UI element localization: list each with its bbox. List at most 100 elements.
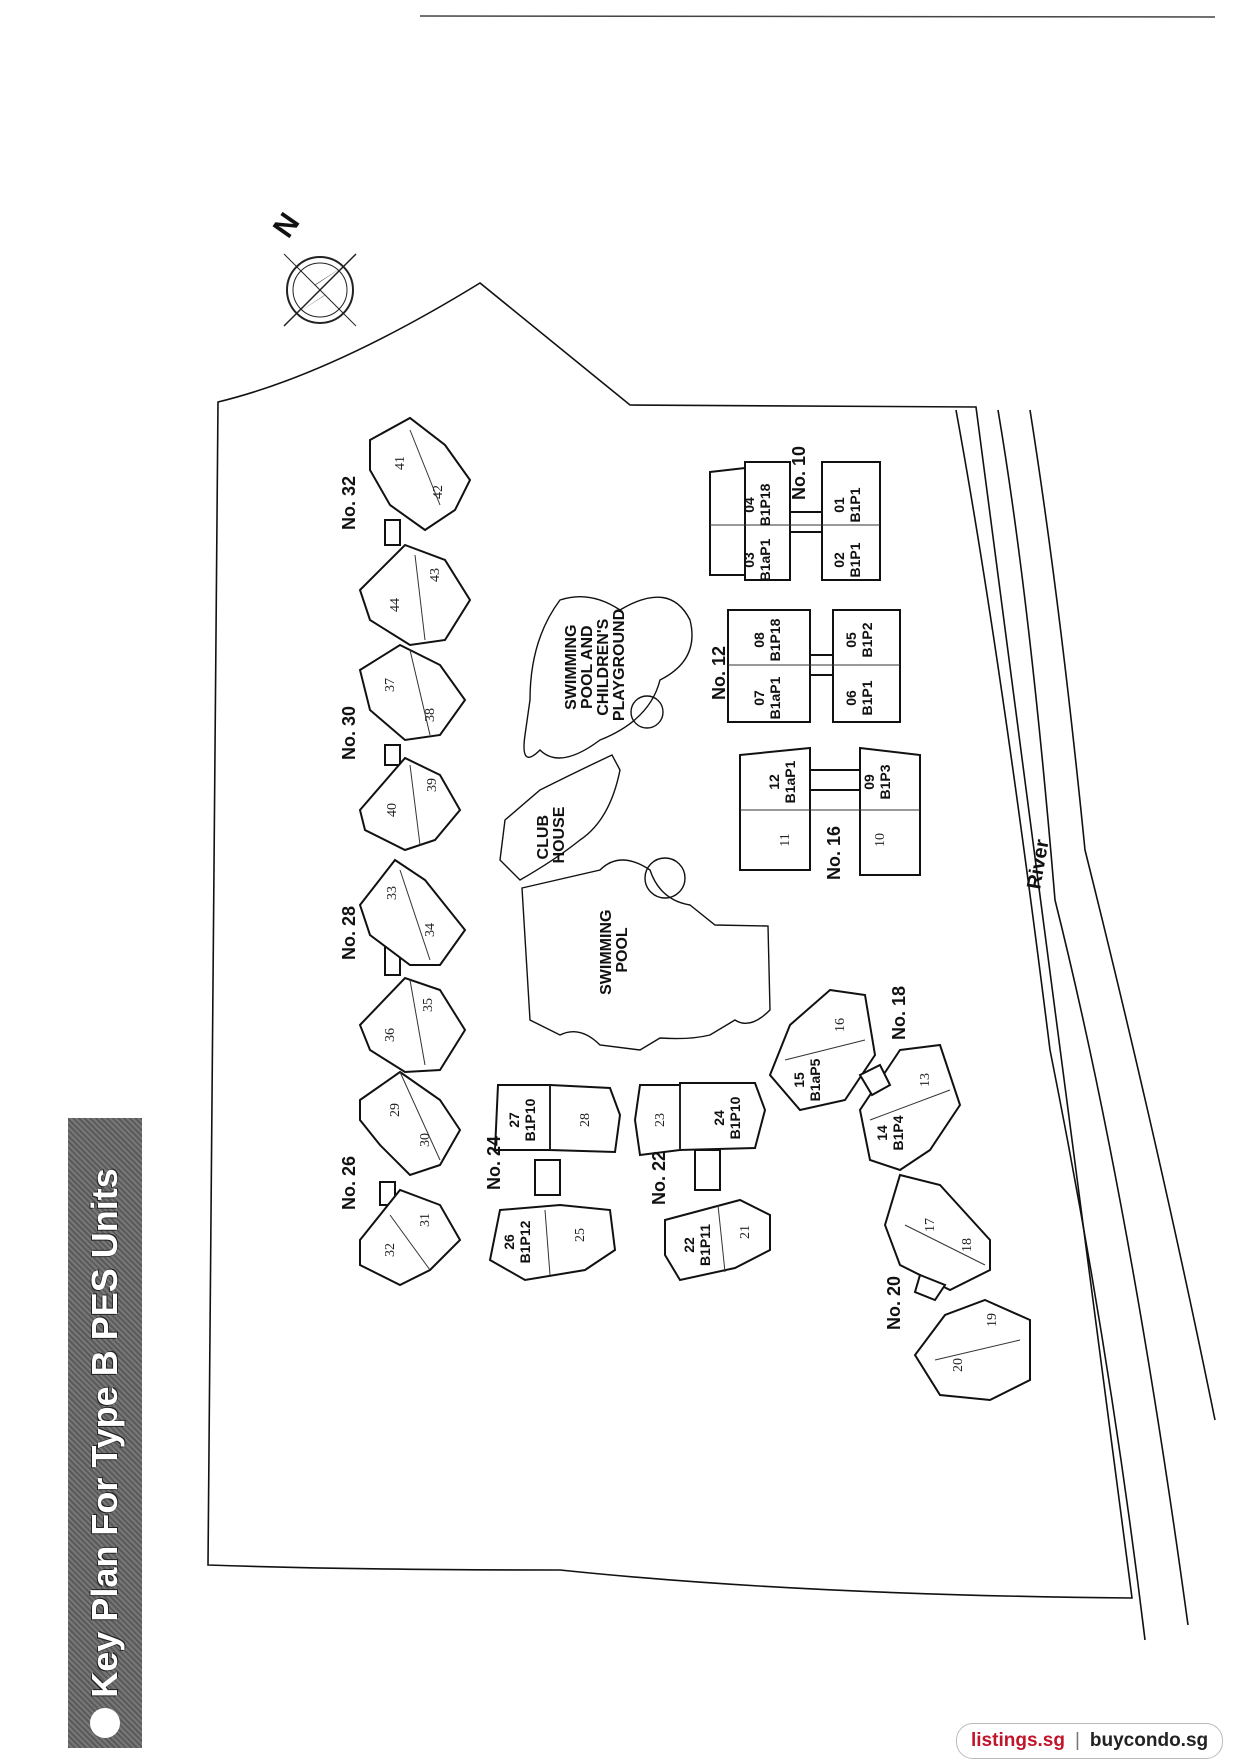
watermark-site2: buycondo.sg — [1089, 1730, 1209, 1751]
svg-text:03B1aP1: 03B1aP1 — [741, 538, 773, 581]
block-no-22: 23 24B1P10 22B1P11 21 No. 22 — [633, 1082, 771, 1282]
svg-text:23: 23 — [653, 1113, 668, 1127]
unit-35: 35 — [421, 998, 436, 1012]
compass-icon: N — [267, 207, 357, 327]
svg-text:38: 38 — [423, 708, 438, 722]
svg-text:36: 36 — [383, 1028, 398, 1042]
svg-text:30: 30 — [418, 1133, 433, 1147]
block-no-10: 04B1P18 03B1aP1 01B1P1 02B1P1 No. 10 — [709, 446, 881, 581]
svg-text:35: 35 — [421, 998, 436, 1012]
unit-24: 24 — [711, 1110, 727, 1126]
code-05: B1P2 — [859, 622, 875, 657]
unit-11: 11 — [778, 833, 793, 846]
code-07: B1aP1 — [767, 676, 783, 719]
unit-10: 10 — [873, 833, 888, 847]
unit-05: 05 — [843, 632, 859, 648]
svg-text:08B1P18: 08B1P18 — [751, 618, 783, 661]
svg-text:32: 32 — [383, 1243, 398, 1257]
code-02: B1P1 — [847, 542, 863, 577]
code-24: B1P10 — [727, 1096, 743, 1139]
unit-40: 40 — [385, 803, 400, 817]
pool-circle — [644, 857, 686, 899]
svg-text:41: 41 — [393, 456, 408, 470]
unit-38: 38 — [423, 708, 438, 722]
river-bank-3 — [1029, 409, 1216, 1421]
river-bank-2 — [997, 409, 1189, 1626]
unit-17: 17 — [923, 1218, 938, 1232]
clubhouse-outline — [499, 754, 621, 881]
unit-23: 23 — [653, 1113, 668, 1127]
code-27: B1P10 — [522, 1098, 538, 1141]
svg-text:10: 10 — [873, 833, 888, 847]
watermark-site1: listings.sg — [971, 1730, 1065, 1751]
unit-43: 43 — [428, 568, 443, 582]
watermark-badge: listings.sg | buycondo.sg — [956, 1723, 1224, 1759]
playground-circle — [630, 695, 664, 729]
unit-22: 22 — [681, 1237, 697, 1253]
svg-text:06B1P1: 06B1P1 — [843, 680, 875, 715]
svg-text:22B1P11: 22B1P11 — [681, 1224, 713, 1266]
unit-02: 02 — [831, 552, 847, 568]
unit-16: 16 — [833, 1018, 848, 1032]
title-bullet-icon — [90, 1708, 120, 1738]
unit-07: 07 — [751, 690, 767, 706]
title-band — [68, 1118, 142, 1748]
svg-text:CLUB HOUSE: CLUB HOUSE — [535, 806, 568, 863]
unit-08: 08 — [751, 632, 767, 648]
svg-text:01B1P1: 01B1P1 — [831, 487, 863, 522]
svg-text:07B1aP1: 07B1aP1 — [751, 676, 783, 719]
block-label-24: No. 24 — [484, 1136, 504, 1190]
amenity-swim-line1: SWIMMING — [598, 910, 615, 995]
pool-playground-outline — [523, 595, 693, 759]
block-label-12: No. 12 — [709, 646, 729, 700]
amenity-swim-line2: POOL — [614, 927, 631, 973]
svg-text:42: 42 — [431, 485, 446, 499]
block-no-32: 41 42 44 43 No. 32 — [339, 416, 472, 647]
unit-20: 20 — [951, 1358, 966, 1372]
unit-42: 42 — [431, 485, 446, 499]
compass-north-label: N — [267, 207, 306, 244]
unit-44: 44 — [388, 598, 403, 612]
svg-text:04B1P18: 04B1P18 — [741, 483, 773, 526]
code-08: B1P18 — [767, 618, 783, 661]
unit-29: 29 — [388, 1103, 403, 1117]
unit-37: 37 — [383, 678, 398, 692]
block-label-18: No. 18 — [889, 986, 909, 1040]
code-26: B1P12 — [517, 1220, 533, 1263]
svg-text:02B1P1: 02B1P1 — [831, 542, 863, 577]
svg-text:12B1aP1: 12B1aP1 — [766, 760, 798, 803]
svg-text:24B1P10: 24B1P10 — [711, 1096, 743, 1139]
code-14: B1P4 — [890, 1115, 906, 1150]
block-no-30: 37 38 40 39 No. 30 — [339, 643, 467, 852]
block-label-28: No. 28 — [339, 906, 359, 960]
block-label-30: No. 30 — [339, 706, 359, 760]
svg-text:SWIMMING POOL AND CHIL: SWIMMING POOL AND CHILDREN'S PLAYGROUND — [563, 609, 628, 721]
unit-39: 39 — [425, 778, 440, 792]
amenity-pool-line3: CHILDREN'S — [595, 618, 612, 715]
unit-19: 19 — [985, 1313, 1000, 1327]
unit-26: 26 — [501, 1234, 517, 1250]
svg-text:05B1P2: 05B1P2 — [843, 622, 875, 657]
block-no-12: 08B1P18 07B1aP1 05B1P2 06B1P1 No. 12 — [709, 609, 901, 723]
block-label-10: No. 10 — [789, 446, 809, 500]
amenity-pool-line2: POOL AND — [579, 625, 596, 709]
unit-15: 15 — [791, 1072, 807, 1088]
unit-09: 09 — [861, 774, 877, 790]
block-label-16: No. 16 — [824, 826, 844, 880]
svg-text:09B1P3: 09B1P3 — [861, 764, 893, 799]
unit-30: 30 — [418, 1133, 433, 1147]
svg-text:14B1P4: 14B1P4 — [874, 1115, 906, 1150]
unit-13: 13 — [918, 1073, 933, 1087]
code-09: B1P3 — [877, 764, 893, 799]
unit-27: 27 — [506, 1112, 522, 1128]
svg-text:25: 25 — [573, 1228, 588, 1242]
code-12: B1aP1 — [782, 760, 798, 803]
block-no-16: 12B1aP1 11 09B1P3 10 No. 16 — [739, 746, 921, 880]
svg-text:21: 21 — [738, 1225, 753, 1239]
code-06: B1P1 — [859, 680, 875, 715]
unit-04: 04 — [741, 497, 757, 513]
unit-18: 18 — [960, 1238, 975, 1252]
svg-text:44: 44 — [388, 598, 403, 612]
unit-33: 33 — [385, 886, 400, 900]
